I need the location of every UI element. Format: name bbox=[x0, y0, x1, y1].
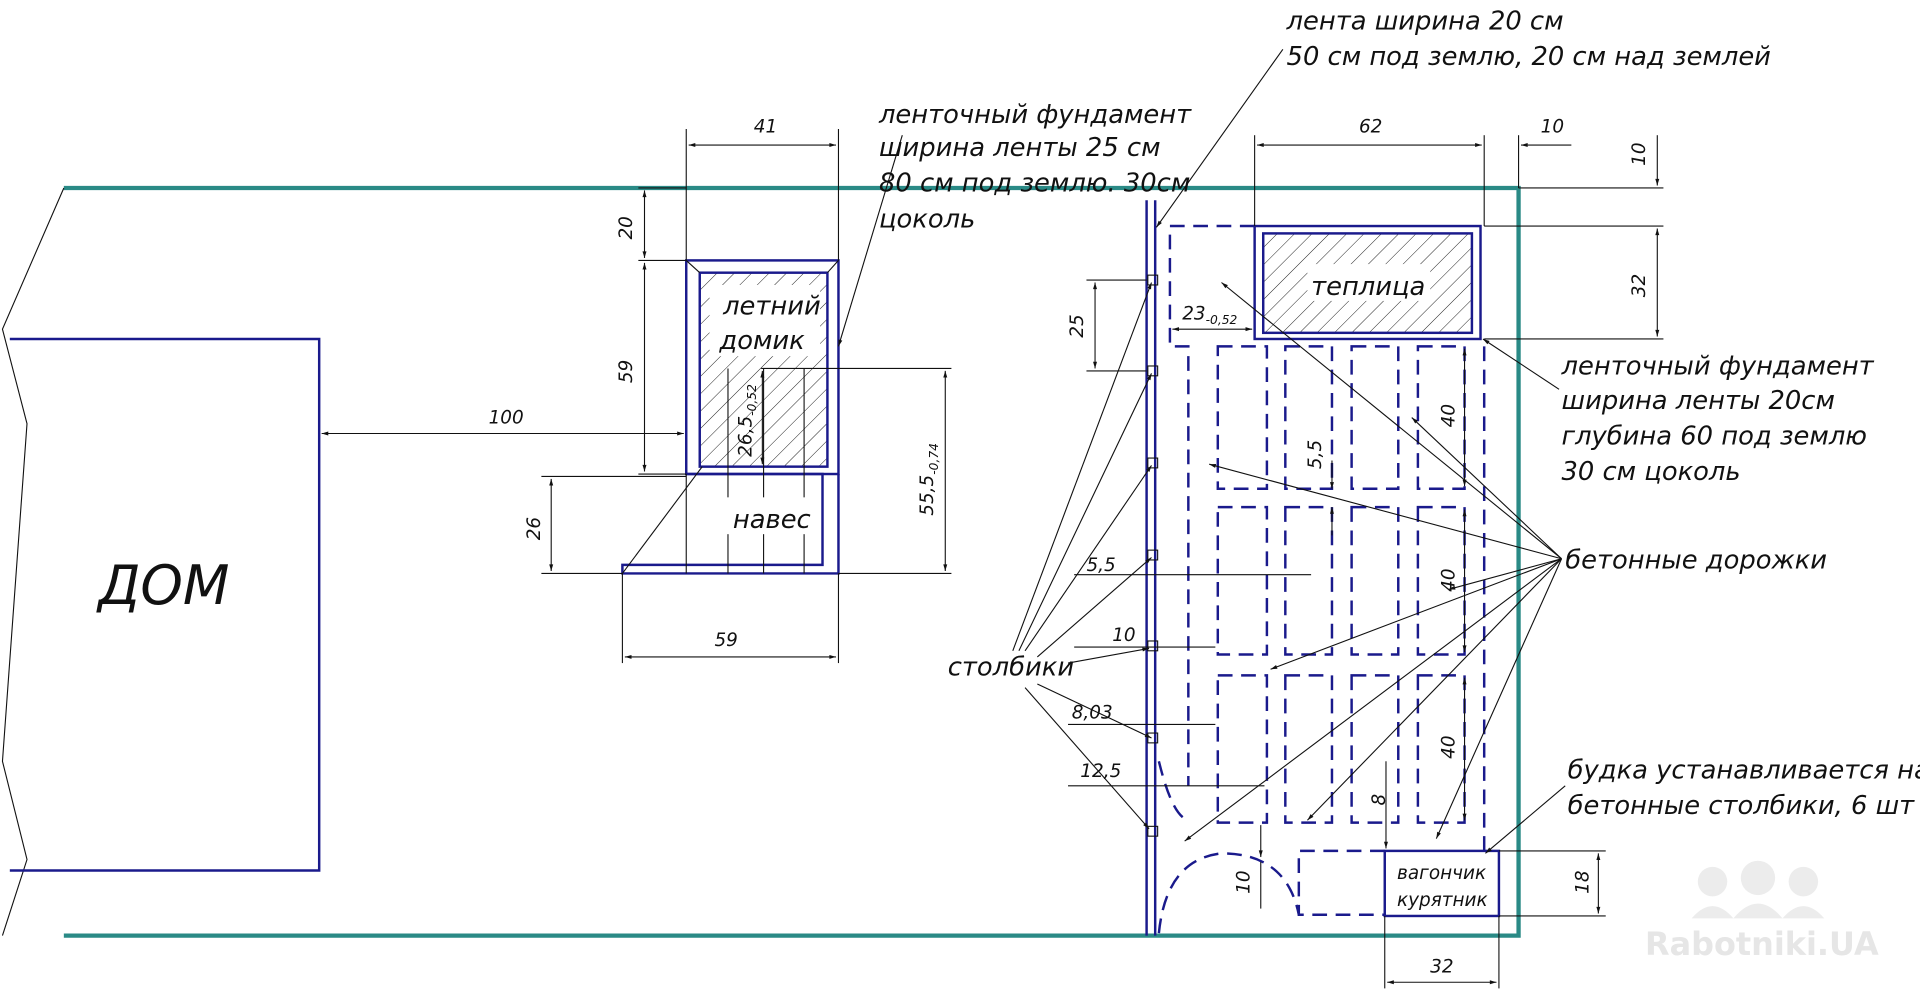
paths-label: бетонные дорожки bbox=[1565, 546, 1827, 576]
note-line: ширина ленты 25 см bbox=[879, 133, 1161, 163]
summer-house-label-1: летний bbox=[722, 291, 821, 321]
greenhouse-label: теплица bbox=[1311, 272, 1425, 302]
dim-house-distance: 100 bbox=[321, 408, 684, 436]
plot-boundary bbox=[1, 185, 1521, 938]
coop: вагончик курятник 18 32 8 10 bbox=[1234, 761, 1606, 989]
dim-59b-text: 59 bbox=[714, 630, 737, 651]
house-label: ДОМ bbox=[96, 554, 229, 617]
post bbox=[1147, 640, 1159, 652]
greenhouse: теплица bbox=[1253, 224, 1482, 341]
dim-62-text: 62 bbox=[1359, 117, 1382, 138]
dim-house-distance-text: 100 bbox=[489, 408, 524, 429]
greenhouse-foundation-note: ленточный фундамент ширина ленты 20см гл… bbox=[1482, 338, 1875, 487]
dim-32-text: 32 bbox=[1629, 274, 1650, 297]
note-line: 50 см под землю, 20 см над землей bbox=[1287, 42, 1771, 72]
dim-26-5-text: 26,5-0,52 bbox=[735, 384, 759, 457]
dim-25-text: 25 bbox=[1067, 314, 1088, 337]
dim-59-text: 59 bbox=[616, 360, 637, 383]
house: ДОМ bbox=[9, 337, 321, 872]
note-line: будка устанавливается на bbox=[1568, 755, 1920, 785]
dim-10c-text: 10 bbox=[1234, 870, 1255, 893]
post bbox=[1147, 825, 1159, 837]
coop-label-1: вагончик bbox=[1397, 863, 1486, 884]
dim-10-text: 10 bbox=[1541, 117, 1564, 138]
posts-label: столбики bbox=[948, 652, 1074, 682]
dim-8-text: 8 bbox=[1369, 794, 1390, 806]
dim-40a-text: 40 bbox=[1439, 404, 1460, 427]
dim-18-text: 18 bbox=[1573, 870, 1594, 893]
note-line: глубина 60 под землю bbox=[1562, 422, 1867, 452]
fence: 25 bbox=[1067, 200, 1159, 936]
note-line: лента ширина 20 см bbox=[1286, 7, 1564, 37]
garden-paths bbox=[1157, 224, 1486, 934]
fence-posts bbox=[1147, 274, 1159, 837]
post bbox=[1147, 365, 1159, 377]
dim-5-5-text: 5,5 bbox=[1305, 440, 1326, 469]
note-line: 30 см цоколь bbox=[1562, 457, 1741, 487]
dim-40b-text: 40 bbox=[1439, 568, 1460, 591]
post bbox=[1147, 732, 1159, 744]
coop-note: будка устанавливается на бетонные столби… bbox=[1485, 755, 1920, 854]
dim-post-3-text: 8,03 bbox=[1072, 702, 1113, 723]
paths-note: бетонные дорожки bbox=[1184, 282, 1827, 842]
dim-post-4-text: 12,5 bbox=[1080, 761, 1121, 782]
dim-post-2-text: 10 bbox=[1112, 625, 1135, 646]
dim-40c-text: 40 bbox=[1439, 735, 1460, 758]
dim-10b-text: 10 bbox=[1629, 142, 1650, 165]
note-line: ленточный фундамент bbox=[878, 100, 1192, 130]
fence-foundation-note: лента ширина 20 см 50 см под землю, 20 с… bbox=[1155, 7, 1771, 228]
dim-32b-text: 32 bbox=[1430, 956, 1453, 977]
dim-20-text: 20 bbox=[616, 216, 637, 239]
canopy-label: навес bbox=[733, 505, 811, 535]
posts-note: столбики 5,5 10 8,03 12,5 bbox=[948, 282, 1312, 830]
note-line: цоколь bbox=[879, 204, 975, 234]
post bbox=[1147, 274, 1159, 286]
watermark-text: Rabotniki.UA bbox=[1645, 925, 1879, 963]
dim-post-1-text: 5,5 bbox=[1086, 555, 1115, 576]
dim-41-text: 41 bbox=[754, 117, 777, 138]
summer-house-foundation-note: ленточный фундамент ширина ленты 25 см 8… bbox=[837, 100, 1192, 347]
dim-26-text: 26 bbox=[524, 517, 545, 540]
note-line: ленточный фундамент bbox=[1561, 352, 1875, 382]
greenhouse-dimensions: 62 10 10 32 23-0,52 5,5 40 40 40 bbox=[1172, 117, 1664, 821]
dim-23-text: 23-0,52 bbox=[1182, 303, 1237, 327]
workers-logo-icon bbox=[1691, 860, 1825, 919]
summer-house-dimensions: 41 20 59 26 59 26,5-0,52 55,5-0,74 bbox=[524, 117, 952, 664]
dim-55-5-text: 55,5-0,74 bbox=[917, 443, 941, 516]
beds bbox=[1216, 345, 1466, 824]
note-line: бетонные столбики, 6 шт bbox=[1568, 791, 1915, 821]
summer-house-label-2: домик bbox=[718, 326, 805, 356]
coop-label-2: курятник bbox=[1397, 890, 1488, 911]
post bbox=[1147, 457, 1159, 469]
note-line: ширина ленты 20см bbox=[1562, 386, 1835, 416]
watermark: Rabotniki.UA bbox=[1645, 860, 1879, 963]
note-line: 80 см под землю. 30см bbox=[879, 169, 1190, 199]
post bbox=[1147, 549, 1159, 561]
